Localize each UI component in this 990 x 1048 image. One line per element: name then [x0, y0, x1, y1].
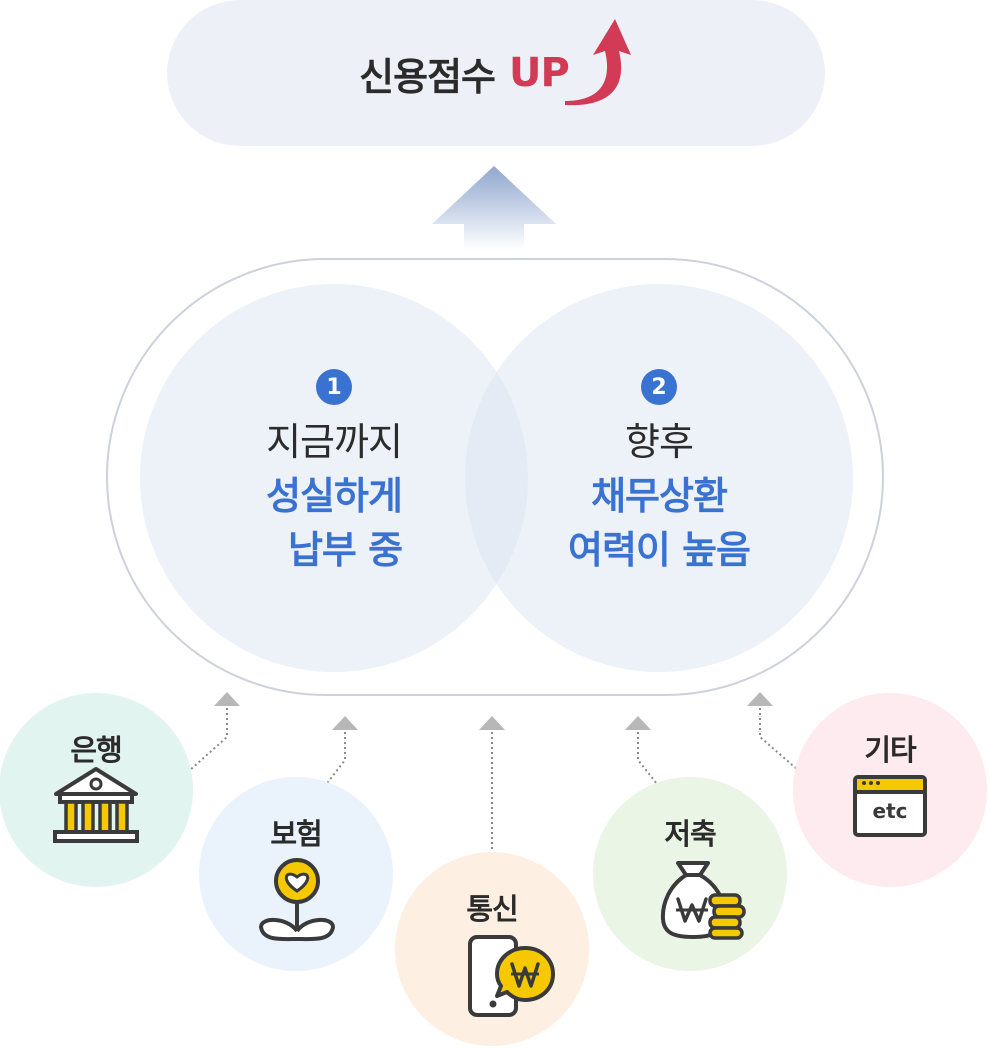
flower-heart-icon	[259, 858, 335, 942]
criteria-2-text: 향후 채무상환 여력이 높음	[510, 415, 808, 577]
connector-insurance	[324, 732, 346, 787]
connector-savings	[637, 732, 658, 785]
category-bank-label: 은행	[70, 733, 122, 767]
criteria-2-line1: 향후	[625, 420, 694, 464]
criteria-1-text: 지금까지 성실하게 납부 중	[190, 415, 478, 577]
category-insurance-label: 보험	[270, 817, 322, 851]
up-arrow-icon	[432, 166, 556, 250]
banner-accent-text: UP	[509, 50, 570, 96]
category-savings-label: 저축	[664, 817, 716, 851]
banner-title: 신용점수 UP	[167, 0, 825, 146]
banner-title-text: 신용점수	[359, 54, 496, 99]
criteria-1-badge: 1	[316, 369, 352, 405]
phone-won-icon	[468, 935, 555, 1017]
credit-score-up-banner: 신용점수 UP	[167, 0, 825, 146]
money-bag-icon	[660, 861, 746, 940]
etc-window-icon: etc	[853, 775, 927, 837]
connector-arrowhead	[625, 716, 651, 730]
category-etc-label: 기타	[864, 733, 916, 767]
criteria-2-badge: 2	[641, 369, 677, 405]
criteria-1-line2: 성실하게	[266, 474, 403, 518]
criteria-1-line1: 지금까지	[266, 420, 403, 464]
criteria-capsule	[106, 258, 884, 696]
category-telecom: 통신	[395, 852, 589, 1046]
curved-up-arrow-icon	[564, 19, 631, 106]
connector-arrowhead	[479, 716, 505, 730]
connector-arrowhead	[332, 716, 358, 730]
criteria-circle-2	[465, 284, 853, 672]
bank-icon	[53, 767, 139, 843]
category-telecom-label: 통신	[466, 892, 518, 926]
connector-arrowhead	[747, 692, 773, 706]
connector-bank	[189, 708, 228, 771]
category-savings: 저축	[593, 777, 787, 971]
criteria-1-line3: 납부 중	[287, 528, 403, 572]
etc-window-text: etc	[872, 799, 908, 823]
criteria-circle-1	[140, 284, 528, 672]
connector-arrowheads	[214, 692, 773, 730]
criteria-2-line3: 여력이 높음	[567, 528, 751, 572]
category-etc: 기타 etc	[793, 693, 987, 887]
category-insurance: 보험	[199, 777, 393, 971]
criteria-2-line2: 채무상환	[591, 474, 728, 518]
category-bank: 은행	[0, 693, 193, 887]
connector-arrowhead	[214, 692, 240, 706]
